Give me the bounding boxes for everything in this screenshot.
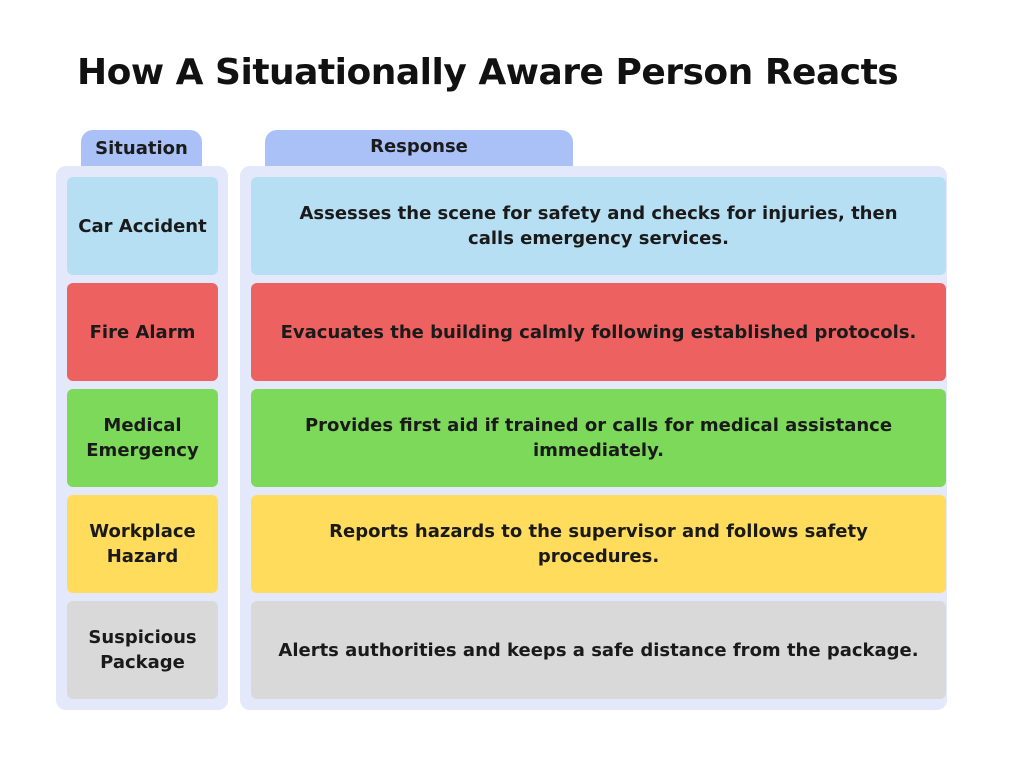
response-cell-fire-alarm: Evacuates the building calmly following …: [251, 283, 946, 381]
situation-cell-fire-alarm: Fire Alarm: [67, 283, 218, 381]
situation-cell-car-accident: Car Accident: [67, 177, 218, 275]
page-title: How A Situationally Aware Person Reacts: [77, 52, 899, 93]
situation-cell-workplace-hazard: Workplace Hazard: [67, 495, 218, 593]
situation-header-tab: Situation: [81, 130, 202, 166]
response-cell-workplace-hazard: Reports hazards to the supervisor and fo…: [251, 495, 946, 593]
response-cell-medical-emergency: Provides first aid if trained or calls f…: [251, 389, 946, 487]
situation-cell-suspicious-package: Suspicious Package: [67, 601, 218, 699]
response-cell-suspicious-package: Alerts authorities and keeps a safe dist…: [251, 601, 946, 699]
situation-cell-medical-emergency: Medical Emergency: [67, 389, 218, 487]
response-cell-car-accident: Assesses the scene for safety and checks…: [251, 177, 946, 275]
response-header-tab: Response: [265, 130, 573, 166]
